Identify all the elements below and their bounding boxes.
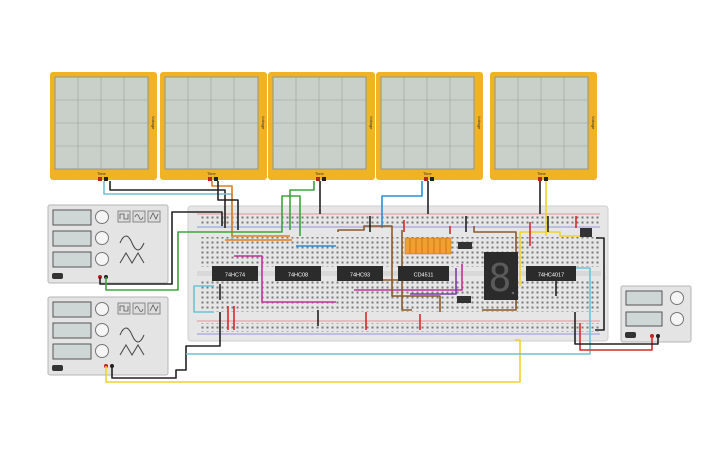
wire-cyan[interactable] <box>193 285 214 313</box>
oscilloscope-5[interactable]: Time Voltage <box>490 72 597 181</box>
triangle-wave-button[interactable] <box>147 302 161 315</box>
oscilloscope-4[interactable]: Time Voltage <box>376 72 483 181</box>
push-button[interactable] <box>457 296 471 303</box>
decimal-point <box>511 291 515 295</box>
power-switch[interactable] <box>52 365 63 371</box>
wire-purple[interactable] <box>410 268 457 295</box>
chip-74hc93[interactable]: 74HC93 <box>337 266 383 281</box>
oscilloscope-2[interactable]: Time Voltage <box>160 72 267 181</box>
wire-black[interactable] <box>109 181 226 228</box>
probe-terminal[interactable] <box>538 177 542 181</box>
voltage-label: Voltage <box>477 116 482 130</box>
wire-yellow[interactable] <box>105 339 521 383</box>
wire-black[interactable] <box>595 237 605 331</box>
chip-cd4511[interactable]: CD4511 <box>398 266 449 281</box>
wire-brown[interactable] <box>337 225 441 312</box>
wire-yellow[interactable] <box>519 231 582 286</box>
probe-terminal[interactable] <box>316 177 320 181</box>
ground-terminal[interactable] <box>104 177 108 181</box>
chip-label: 74HC4017 <box>538 273 564 279</box>
wire-brown[interactable] <box>473 226 517 311</box>
ground-terminal[interactable] <box>544 177 548 181</box>
power-switch[interactable] <box>625 332 636 338</box>
oscilloscope-3[interactable]: Time Voltage <box>268 72 375 181</box>
function-generator-2[interactable] <box>47 296 169 376</box>
chip-label: 74HC08 <box>288 273 308 279</box>
wire-orange[interactable] <box>211 181 290 237</box>
time-label: Time <box>315 171 325 176</box>
time-label: Time <box>537 171 547 176</box>
triangle-wave-button[interactable] <box>147 210 161 223</box>
chip-74hc08[interactable]: 74HC08 <box>275 266 321 281</box>
wires <box>99 181 659 383</box>
voltage-label: Voltage <box>591 116 596 130</box>
wire-green[interactable] <box>289 181 315 230</box>
segment-digit: 8 <box>489 256 512 300</box>
chip-label: 74HC93 <box>350 273 370 279</box>
wire-black[interactable] <box>574 312 659 345</box>
voltage-label: Voltage <box>369 116 374 130</box>
ground-terminal[interactable] <box>214 177 218 181</box>
time-label: Time <box>97 171 107 176</box>
resistor-array[interactable] <box>404 237 452 255</box>
ground-terminal[interactable] <box>430 177 434 181</box>
chip-label: CD4511 <box>414 273 434 279</box>
power-supply[interactable] <box>620 285 692 343</box>
wire-green[interactable] <box>105 195 301 291</box>
time-label: Time <box>207 171 217 176</box>
chip-74hc4017[interactable]: 74HC4017 <box>526 266 576 281</box>
wire-magenta[interactable] <box>234 255 336 303</box>
voltage-label: Voltage <box>261 116 266 130</box>
chip-74hc74[interactable]: 74HC74 <box>212 266 258 281</box>
seven-segment-display[interactable]: 8 <box>484 252 518 300</box>
power-switch[interactable] <box>52 273 63 279</box>
slide-switch[interactable] <box>580 228 592 237</box>
wire-cyan[interactable] <box>186 267 591 355</box>
wire-blue[interactable] <box>381 181 423 228</box>
ground-terminal[interactable] <box>322 177 326 181</box>
chip-label: 74HC74 <box>225 273 245 279</box>
probe-terminal[interactable] <box>424 177 428 181</box>
wire-magenta[interactable] <box>354 264 463 291</box>
wire-brown[interactable] <box>401 230 412 311</box>
function-generator-1[interactable] <box>47 204 169 284</box>
wire-black[interactable] <box>111 312 221 379</box>
voltage-label: Voltage <box>151 116 156 130</box>
probe-terminal[interactable] <box>98 177 102 181</box>
wire-red[interactable] <box>579 323 653 351</box>
push-button[interactable] <box>458 242 472 249</box>
time-label: Time <box>423 171 433 176</box>
wire-black[interactable] <box>99 211 223 285</box>
oscilloscope-1[interactable]: Time Voltage <box>50 72 157 181</box>
wire-black[interactable] <box>217 181 239 230</box>
probe-terminal[interactable] <box>208 177 212 181</box>
